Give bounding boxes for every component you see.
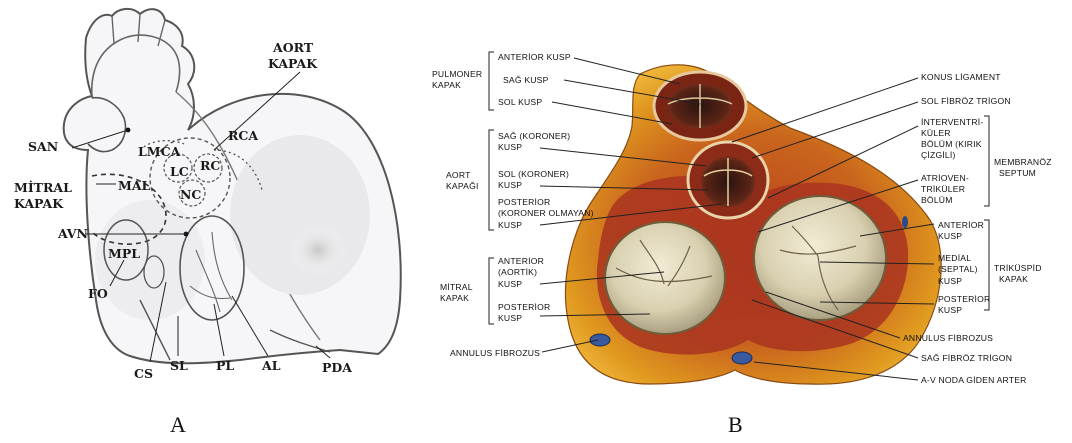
label-b-sag-fibroz-trigon: SAĞ FİBRÖZ TRİGON (921, 353, 1012, 363)
label-rc: RC (200, 158, 220, 173)
right-brackets (984, 116, 989, 310)
label-b-posterior-kusp-r-2: KUSP (938, 305, 962, 315)
label-b-anterior-aortik-2: (AORTİK) (498, 267, 537, 277)
label-b-anterior-aortik-1: ANTERİOR (498, 256, 544, 266)
group-trikuspid-1: TRİKÜSPİD (994, 263, 1042, 273)
label-b-sol-fibroz-trigon: SOL FİBRÖZ TRİGON (921, 96, 1011, 106)
label-b-interventrikuler-4: ÇİZGİLİ) (921, 150, 956, 160)
label-b-anterior-kusp-r-2: KUSP (938, 231, 962, 241)
label-b-atrioventrikuler-1: ATRİOVEN- (921, 173, 969, 183)
shade-spot (288, 224, 348, 276)
label-lmca: LMCA (138, 144, 181, 159)
group-mitral-1: MİTRAL (440, 282, 473, 292)
vessel-center (732, 352, 752, 364)
label-sl: SL (170, 358, 188, 373)
label-b-posterior-kusp-r-1: POSTERİOR (938, 294, 990, 304)
label-b-sol-kusp: SOL KUSP (498, 97, 542, 107)
label-b-av-noda: A-V NODA GİDEN ARTER (921, 375, 1027, 385)
label-b-atrioventrikuler-3: BÖLÜM (921, 195, 953, 205)
panel-b-valve-illustration: PULMONER KAPAK AORT KAPAĞI MİTRAL KAPAK … (432, 52, 1052, 437)
label-al: AL (261, 358, 281, 373)
panel-a-heart-drawing: AORT KAPAK SAN LMCA RCA LC RC NC MİTRAL … (14, 9, 401, 437)
group-membranoz-1: MEMBRANÖZ (994, 157, 1052, 167)
label-pda: PDA (322, 360, 352, 375)
label-lc: LC (170, 164, 189, 179)
label-b-posterior-ko-3: KUSP (498, 220, 522, 230)
label-b-interventrikuler-3: BÖLÜM (KIRIK (921, 139, 982, 149)
label-aort-kapak-1: AORT (272, 40, 314, 55)
mitral-valve (605, 222, 725, 334)
label-b-sag-kusp: SAĞ KUSP (503, 75, 549, 85)
label-avn: AVN (57, 226, 88, 241)
vessel-left (590, 334, 610, 346)
label-b-atrioventrikuler-2: TRİKÜLER (921, 184, 965, 194)
left-brackets (489, 52, 494, 324)
label-aort-kapak-2: KAPAK (268, 56, 318, 71)
label-b-konus-ligament: KONUS LİGAMENT (921, 72, 1001, 82)
label-b-interventrikuler-1: İNTERVENTRİ- (921, 117, 983, 127)
label-b-annulus-right: ANNULUS FİBROZUS (903, 333, 993, 343)
label-fo: FO (88, 286, 108, 301)
label-mitral-2: KAPAK (14, 196, 64, 211)
label-b-sag-koroner-1: SAĞ (KORONER) (498, 131, 570, 141)
label-b-posterior-ko-2: (KORONER OLMAYAN) (498, 208, 594, 218)
label-b-posterior-ko-1: POSTERİOR (498, 197, 550, 207)
panel-letter-b: B (728, 412, 743, 437)
label-b-anterior-kusp-r-1: ANTERİOR (938, 220, 984, 230)
label-mpl: MPL (108, 246, 140, 261)
label-b-anterior-aortik-3: KUSP (498, 279, 522, 289)
group-membranoz-2: SEPTUM (999, 168, 1036, 178)
label-b-sol-koroner-2: KUSP (498, 180, 522, 190)
group-mitral-2: KAPAK (440, 293, 469, 303)
label-b-sag-koroner-2: KUSP (498, 142, 522, 152)
label-b-posterior-kusp-l-1: POSTERİOR (498, 302, 550, 312)
group-aort-1: AORT (446, 170, 471, 180)
panel-letter-a: A (170, 412, 186, 437)
label-b-annulus-left: ANNULUS FİBROZUS (450, 348, 540, 358)
label-mitral-1: MİTRAL (14, 180, 72, 195)
label-pl: PL (216, 358, 234, 373)
label-b-medial-3: KUSP (938, 276, 962, 286)
group-pulmoner-1: PULMONER (432, 69, 482, 79)
label-b-medial-2: (SEPTAL) (938, 264, 978, 274)
group-trikuspid-2: KAPAK (999, 274, 1028, 284)
label-rca: RCA (228, 128, 258, 143)
label-san: SAN (28, 139, 58, 154)
shade-right (230, 135, 370, 295)
san-dot (126, 128, 131, 133)
label-nc: NC (180, 187, 201, 202)
label-b-medial-1: MEDİAL (938, 253, 971, 263)
label-b-posterior-kusp-l-2: KUSP (498, 313, 522, 323)
tricuspid-valve (754, 196, 886, 320)
label-b-sol-koroner-1: SOL (KORONER) (498, 169, 569, 179)
vessel-right (902, 216, 908, 228)
group-aort-2: KAPAĞI (446, 181, 479, 191)
label-b-anterior-kusp: ANTERİOR KUSP (498, 52, 571, 62)
group-pulmoner-2: KAPAK (432, 80, 461, 90)
label-cs: CS (134, 366, 153, 381)
label-b-interventrikuler-2: KÜLER (921, 128, 951, 138)
label-mal: MAL (118, 178, 151, 193)
